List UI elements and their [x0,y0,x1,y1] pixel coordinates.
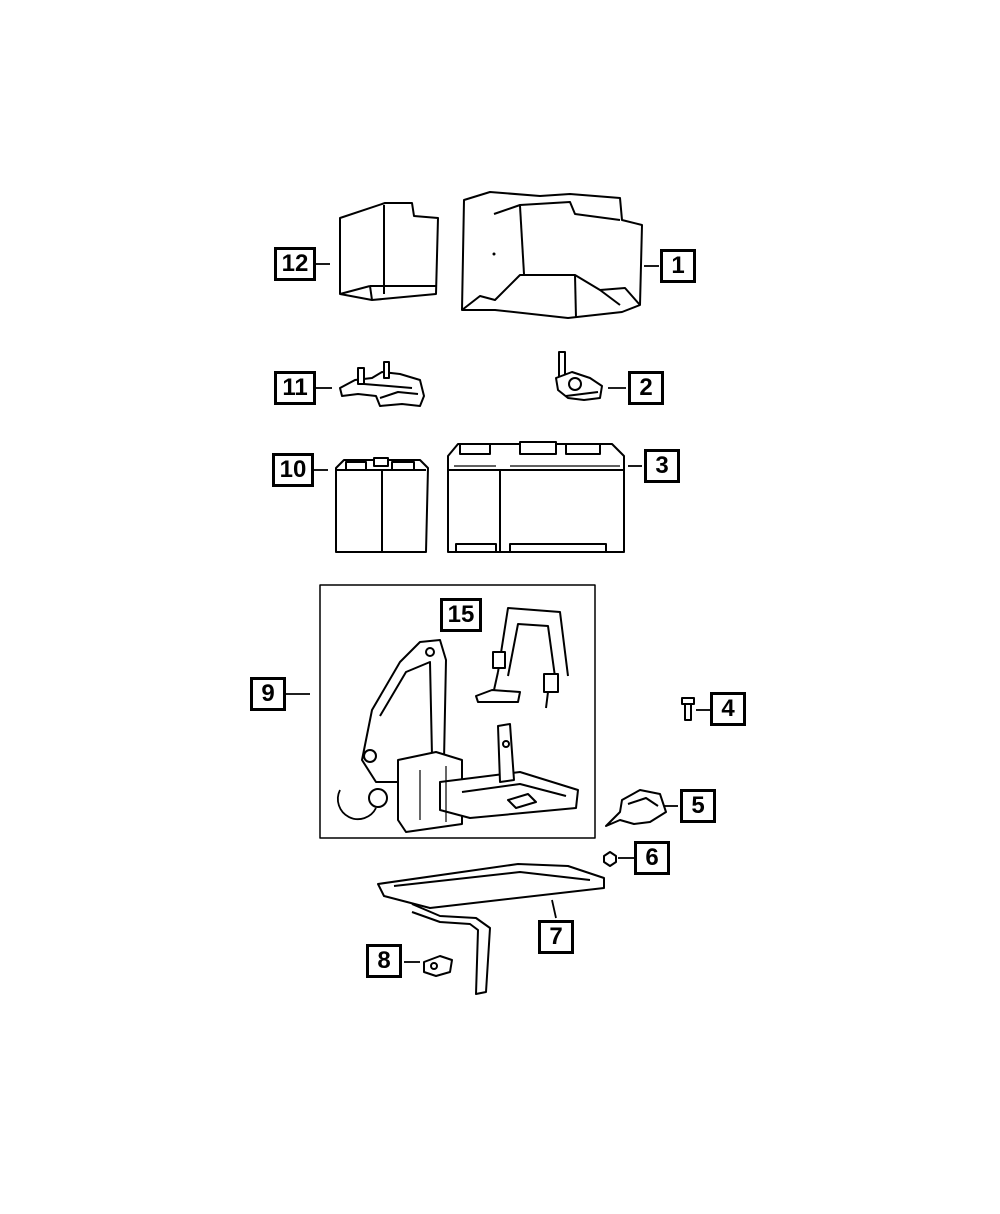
callout-15[interactable]: 15 [440,598,482,632]
part-8-clip[interactable] [423,955,453,977]
part-15-hold-down-strap[interactable] [475,607,569,709]
assembly-frame [319,584,596,839]
callout-6[interactable]: 6 [634,841,670,875]
part-12-small-cover[interactable] [339,202,439,301]
callout-10[interactable]: 10 [272,453,314,487]
part-2-terminal-clamp[interactable] [555,351,603,401]
callout-11[interactable]: 11 [274,371,316,405]
callout-5[interactable]: 5 [680,789,716,823]
callout-4[interactable]: 4 [710,692,746,726]
part-4-bolt[interactable] [681,697,695,721]
callout-7[interactable]: 7 [538,920,574,954]
callout-2[interactable]: 2 [628,371,664,405]
part-7-support-tray[interactable] [377,863,605,995]
part-3-large-battery[interactable] [447,441,625,553]
callout-8[interactable]: 8 [366,944,402,978]
leader-lines [286,263,710,963]
callout-3[interactable]: 3 [644,449,680,483]
part-5-bracket-shield[interactable] [605,789,667,827]
part-11-terminal-clamp[interactable] [339,361,425,407]
callout-12[interactable]: 12 [274,247,316,281]
part-1-large-cover[interactable] [461,191,643,319]
part-6-nut[interactable] [603,851,617,867]
callout-1[interactable]: 1 [660,249,696,283]
part-10-small-battery[interactable] [335,457,429,553]
part-9-tray-assembly[interactable] [337,639,579,833]
callout-9[interactable]: 9 [250,677,286,711]
